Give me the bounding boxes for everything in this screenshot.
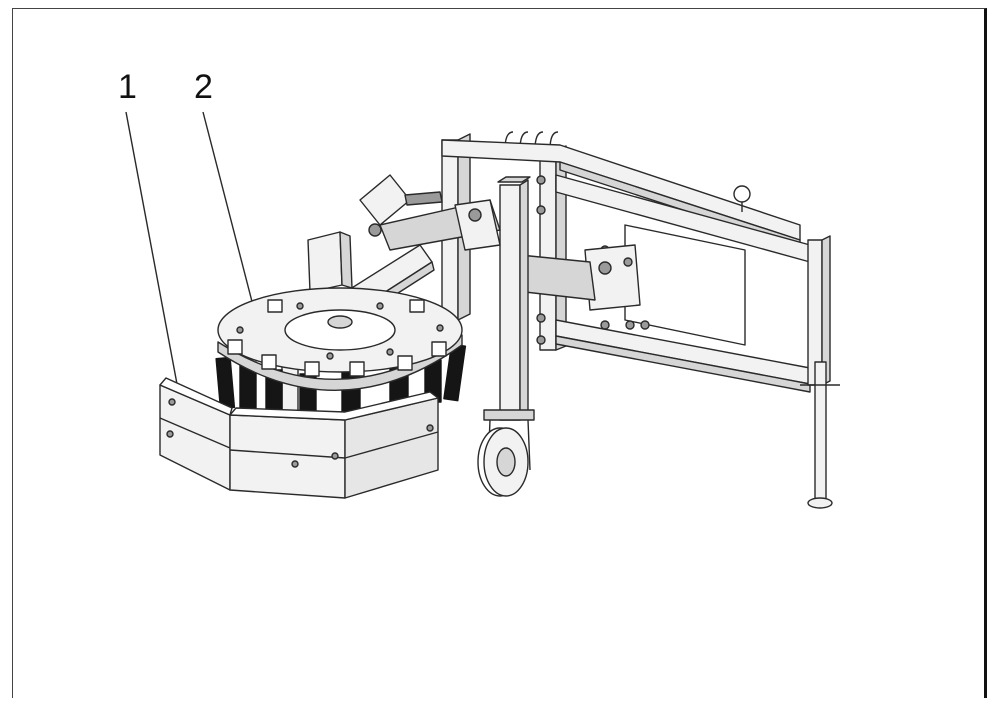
mounting-frame [441,131,840,509]
callout-1: 1 [118,68,137,106]
swivel-bracket [519,244,641,311]
brush-disc [215,287,467,421]
callout-2: 2 [194,68,213,106]
wheel-column [477,176,535,497]
protective-cover [159,377,439,499]
leader-line-1 [125,111,181,401]
